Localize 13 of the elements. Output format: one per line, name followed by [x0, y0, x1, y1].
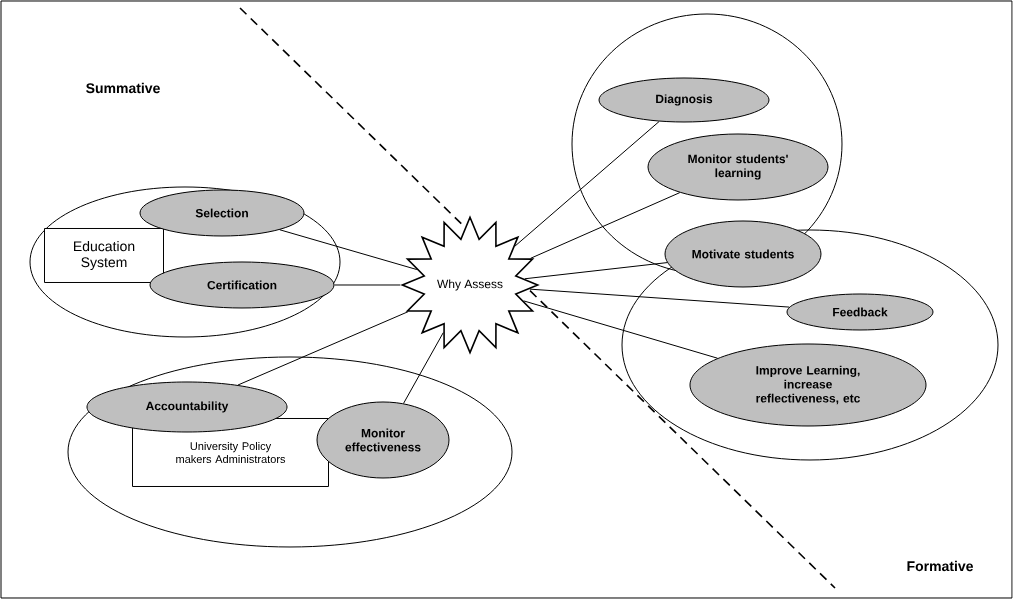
- connector-line: [523, 300, 718, 359]
- connector-line: [514, 121, 660, 247]
- connector-line: [237, 311, 409, 386]
- connector-line: [279, 229, 418, 271]
- section-label: Formative: [907, 560, 973, 572]
- connector-line: [529, 288, 790, 308]
- group-ellipse: [67, 356, 513, 548]
- connector-line: [524, 262, 668, 280]
- connector-line: [530, 192, 681, 259]
- connector-line: [403, 332, 444, 404]
- connector-line: [334, 284, 401, 286]
- section-label: Summative: [86, 82, 160, 94]
- label-box: Education System: [44, 228, 164, 283]
